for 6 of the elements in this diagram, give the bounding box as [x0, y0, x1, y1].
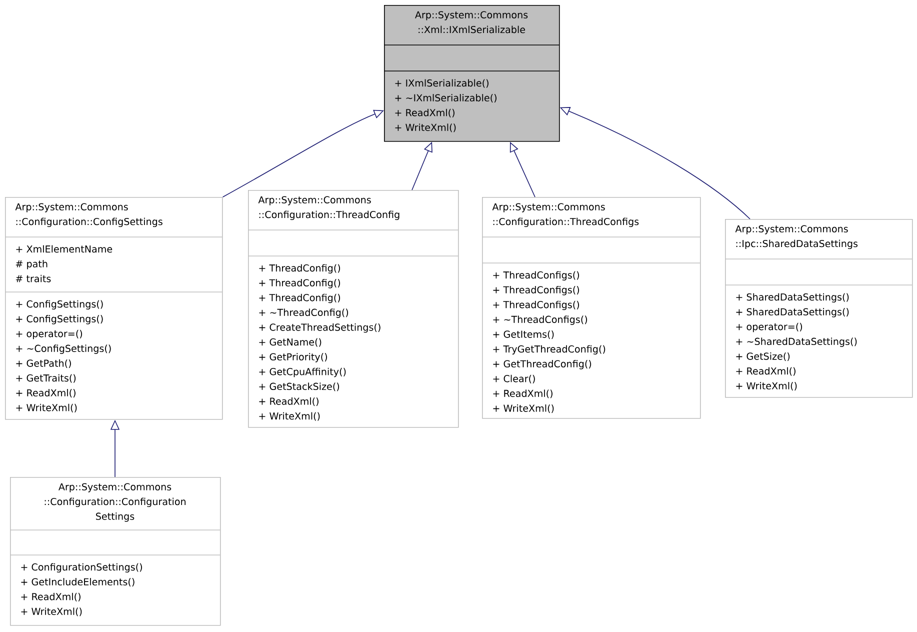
class-box: Arp::System::Commons ::Configuration::Configuration Settings + ConfigurationSettings() + GetIncludeElements() + ReadXml() + WriteXml() [10, 477, 221, 626]
class-box: Arp::System::Commons ::Configuration::ConfigSettings + XmlElementName # path # traits + ConfigSettings() + ConfigSettings() + operator=() + ~ConfigSettings() + GetPath() + GetTraits() + ReadXml() + WriteXml() [4, 197, 223, 420]
class-box: Arp::System::Commons ::Configuration::ThreadConfig + ThreadConfig() + ThreadConfig() + ThreadConfig() + ~ThreadConfig() + CreateThreadSettings() + GetName() + GetPriority() + GetCpuAffinity() + GetStackSize() + ReadXml() + WriteXml() [248, 190, 459, 428]
class-box: Arp::System::Commons ::Configuration::ThreadConfigs + ThreadConfigs() + ThreadConfigs() + ThreadConfigs() + ~ThreadConfigs() + GetItems() + TryGetThreadConfig() + GetThreadConfig() + Clear() + ReadXml() + WriteXml() [482, 197, 701, 419]
class-box: Arp::System::Commons ::Xml::IXmlSerializable + IXmlSerializable() + ~IXmlSerializable() + ReadXml() + WriteXml() [384, 5, 560, 142]
class-box: Arp::System::Commons ::Ipc::SharedDataSettings + SharedDataSettings() + SharedDataSettings() + operator=() + ~SharedDataSettings() + GetSize() + ReadXml() + WriteXml() [724, 219, 913, 398]
